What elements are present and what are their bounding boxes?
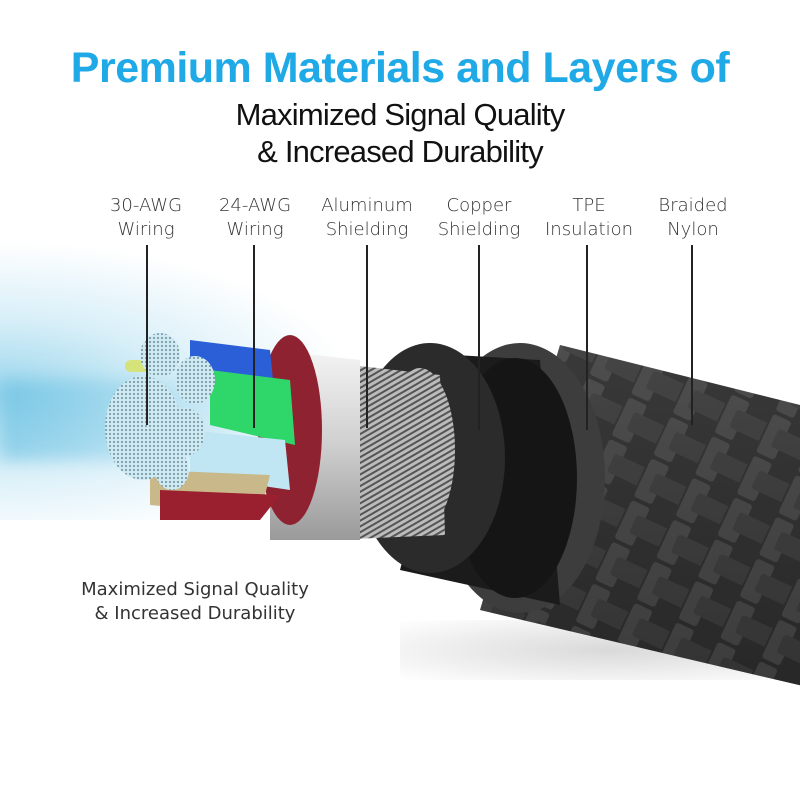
leader-line-braided-nylon — [691, 245, 693, 425]
caption-line-2: & Increased Durability — [94, 603, 296, 624]
subtitle-line-2: & Increased Durability — [257, 134, 543, 169]
label-24awg-wiring: 24-AWG Wiring — [219, 194, 291, 242]
label-line: Copper — [446, 195, 512, 216]
label-line: 30-AWG — [109, 195, 183, 216]
label-line: 24-AWG — [218, 195, 292, 216]
label-line: Wiring — [226, 219, 284, 240]
label-line: Nylon — [667, 219, 719, 240]
caption-line-1: Maximized Signal Quality — [81, 579, 309, 600]
label-tpe-insulation: TPE Insulation — [545, 194, 633, 242]
label-copper-shielding: Copper Shielding — [438, 194, 521, 242]
subtitle-line-1: Maximized Signal Quality — [235, 97, 566, 132]
bottom-caption: Maximized Signal Quality & Increased Dur… — [81, 578, 309, 626]
label-line: Braided — [658, 195, 728, 216]
label-line: Insulation — [544, 219, 634, 240]
label-braided-nylon: Braided Nylon — [658, 194, 727, 242]
leader-line-24awg — [253, 245, 255, 428]
label-line: Wiring — [117, 219, 175, 240]
label-aluminum-shielding: Aluminum Shielding — [321, 194, 413, 242]
inner-wires — [105, 333, 295, 520]
leader-line-tpe — [586, 245, 588, 430]
label-line: Shielding — [437, 219, 521, 240]
label-line: Aluminum — [321, 195, 413, 216]
leader-line-aluminum — [366, 245, 368, 428]
leader-line-30awg — [146, 245, 148, 425]
label-line: Shielding — [325, 219, 409, 240]
page-subtitle: Maximized Signal Quality & Increased Dur… — [0, 96, 800, 170]
page-title: Premium Materials and Layers of — [70, 44, 730, 92]
label-line: TPE — [572, 195, 606, 216]
leader-line-copper — [478, 245, 480, 430]
label-30awg-wiring: 30-AWG Wiring — [110, 194, 182, 242]
